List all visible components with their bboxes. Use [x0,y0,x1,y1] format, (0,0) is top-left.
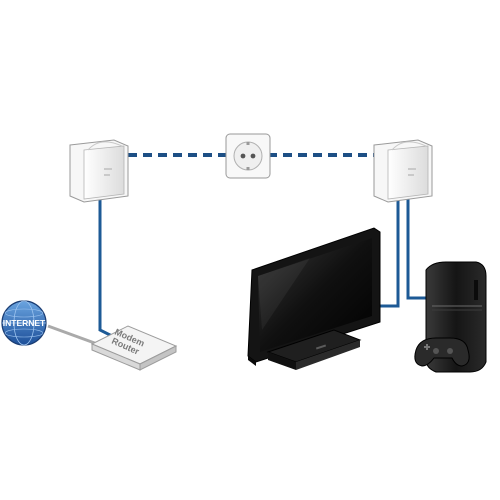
modem-router: Modem Router [90,325,178,371]
powerline-adapter-right [373,139,433,203]
ethernet-cable-router [98,200,113,338]
tv [247,227,381,370]
ethernet-cable-tv [380,198,400,308]
internet-cable [47,324,101,347]
internet-globe: INTERNET [1,300,47,346]
powerline-adapter-left [69,139,129,203]
wall-socket [225,133,271,179]
internet-label: INTERNET [3,318,46,328]
ethernet-cable-console [406,198,432,300]
gamepad [414,337,470,367]
